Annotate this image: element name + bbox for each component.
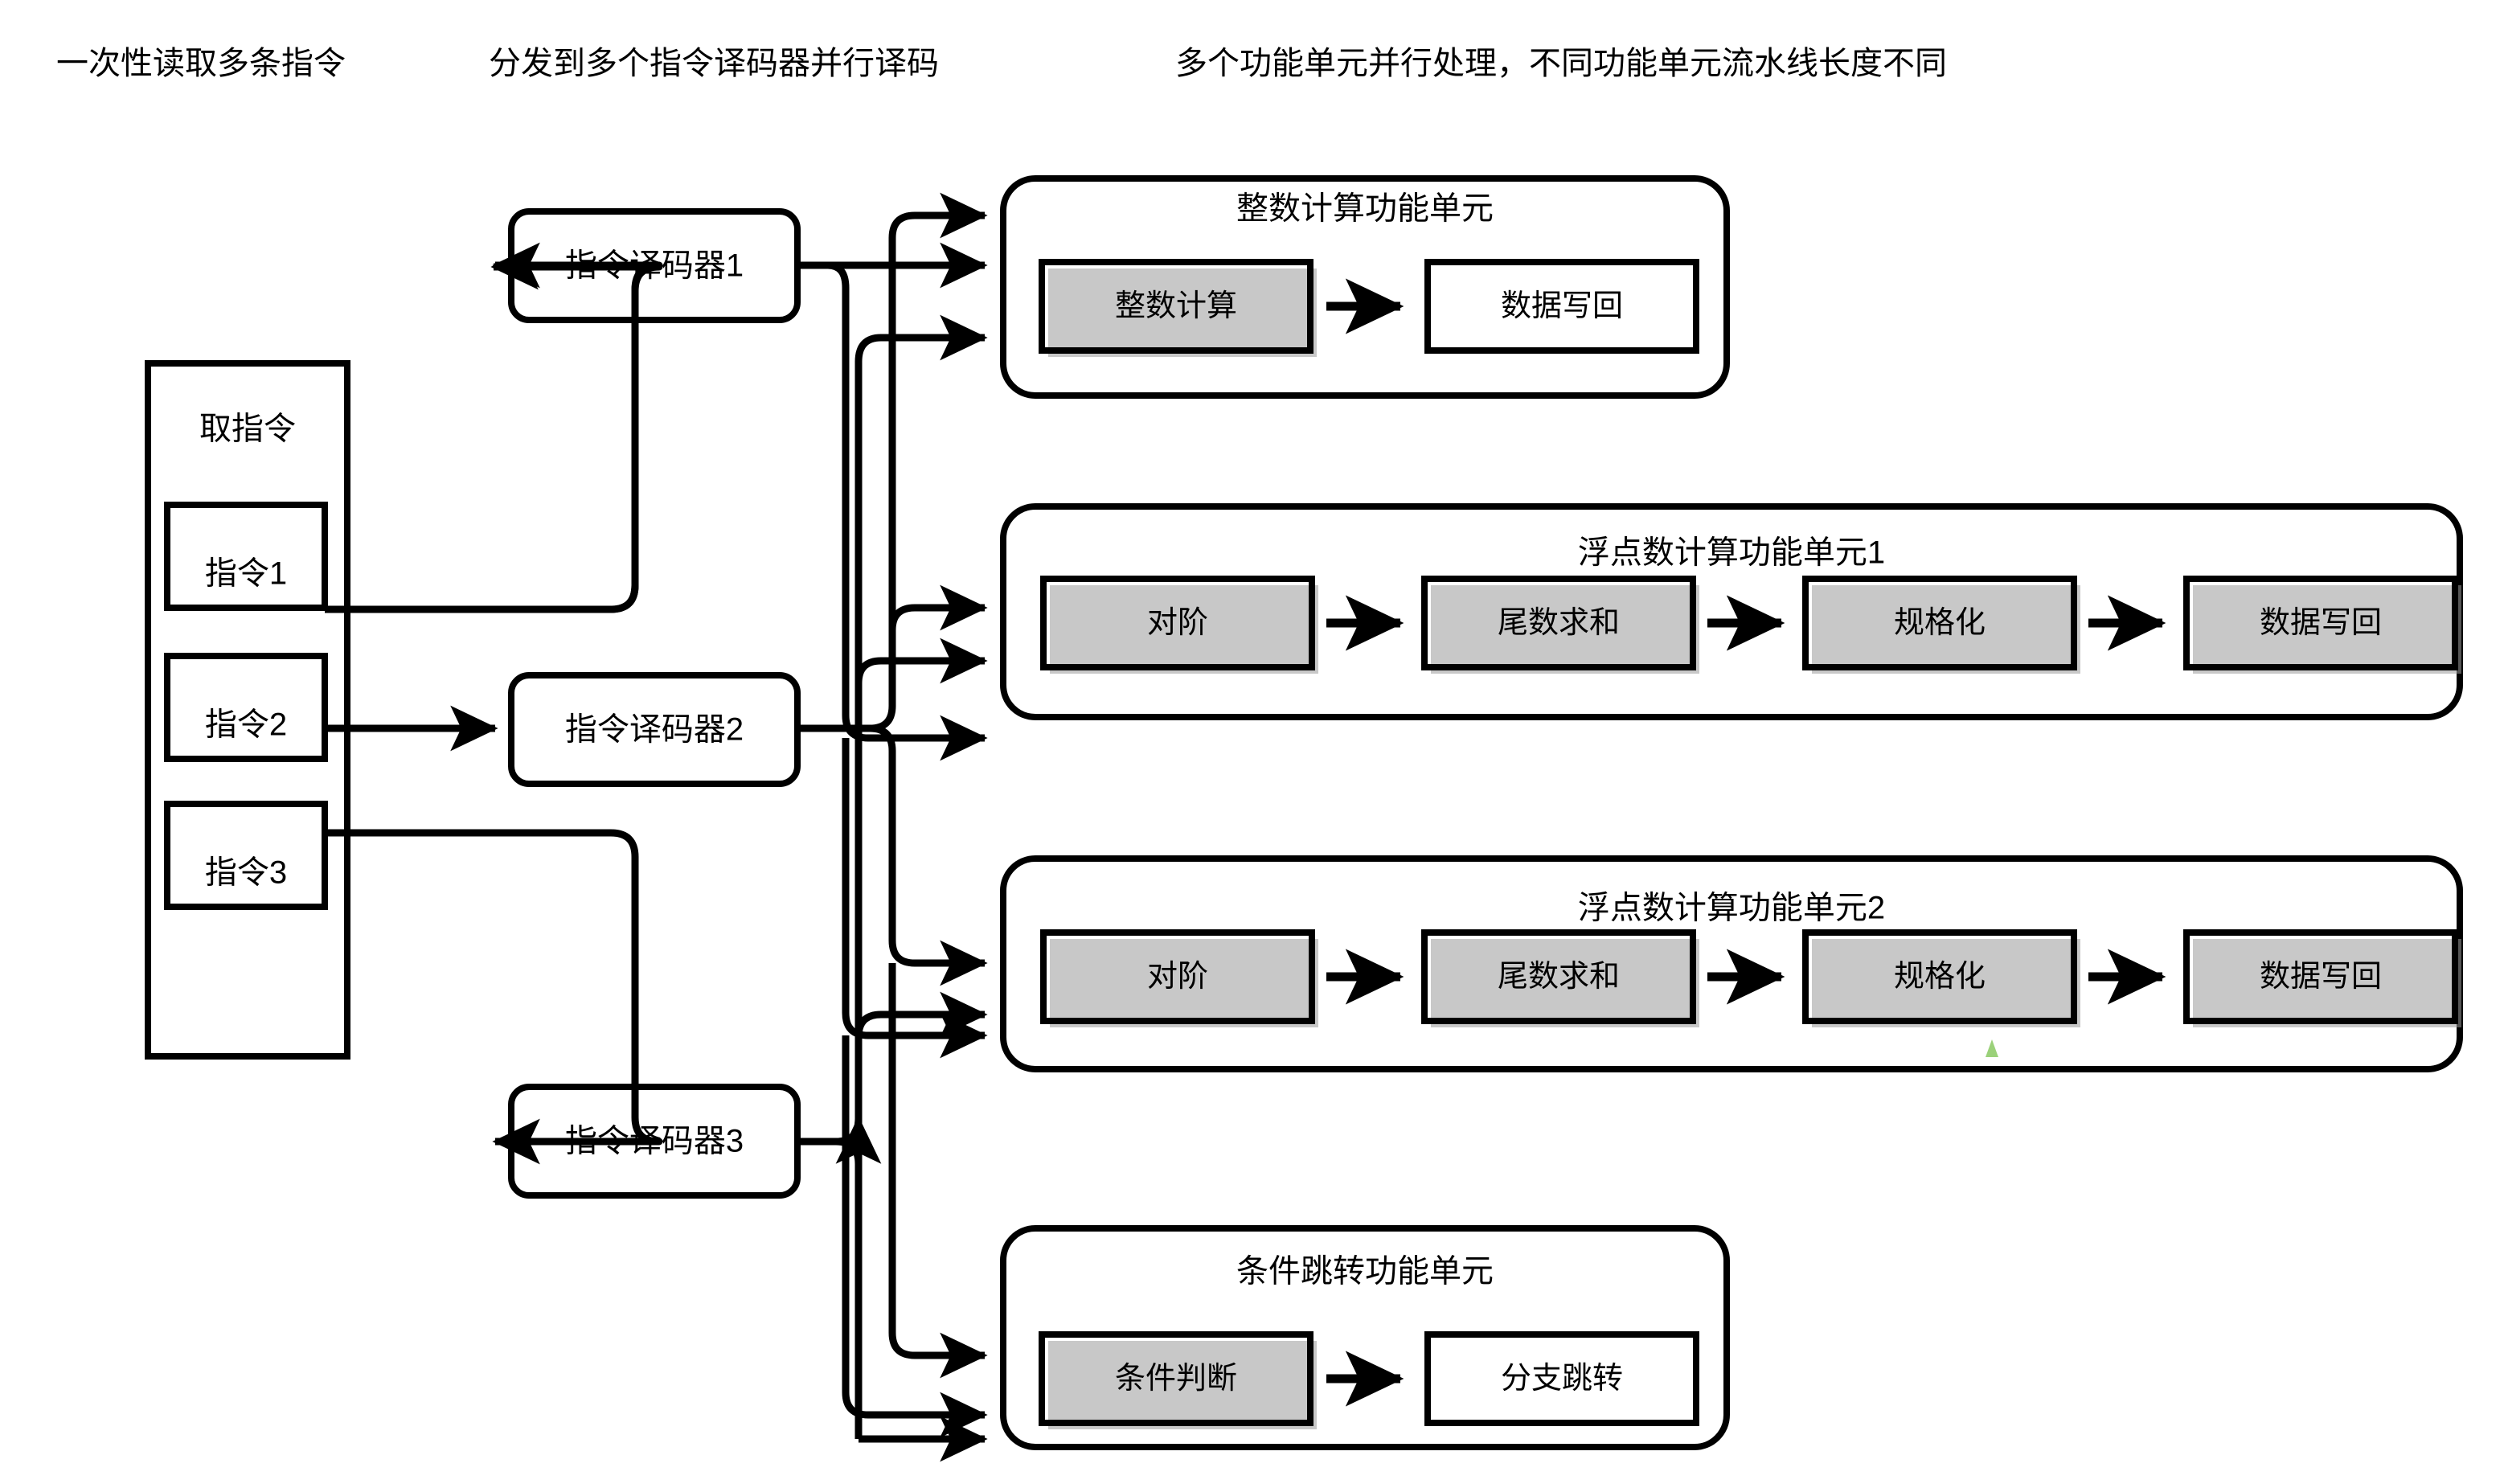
fetch-unit[interactable]: 取指令 指令1 指令2 指令3 bbox=[145, 360, 350, 1060]
link-i3-to-decoder3 bbox=[325, 829, 663, 1165]
integer-unit-stage-1-label: 整数计算 bbox=[1115, 289, 1237, 323]
branch-unit[interactable]: 条件跳转功能单元 条件判断 分支跳转 bbox=[1000, 1225, 1730, 1450]
float-unit-1-stage-4-label: 数据写回 bbox=[2260, 606, 2382, 640]
instruction-slot-1-label: 指令1 bbox=[205, 556, 287, 592]
header-note-fetch: 一次性读取多条指令 bbox=[56, 46, 346, 81]
float-unit-2-stage-1[interactable] bbox=[1040, 929, 1315, 1024]
float-unit-2-stage-3-label: 规格化 bbox=[1894, 960, 1986, 994]
float-unit-2-stage-1-label: 对阶 bbox=[1147, 960, 1208, 994]
float-unit-1-stage-2[interactable] bbox=[1421, 576, 1696, 670]
integer-unit-title: 整数计算功能单元 bbox=[1236, 191, 1494, 227]
branch-unit-title: 条件跳转功能单元 bbox=[1236, 1254, 1494, 1289]
integer-unit-stage-2[interactable] bbox=[1424, 259, 1699, 354]
fetch-unit-title: 取指令 bbox=[199, 412, 296, 447]
decoder-2-label: 指令译码器2 bbox=[565, 712, 744, 748]
float-unit-1-stage-3[interactable] bbox=[1802, 576, 2077, 670]
float-unit-2-stage-2-label: 尾数求和 bbox=[1498, 960, 1620, 994]
integer-unit-stage-2-label: 数据写回 bbox=[1501, 289, 1623, 323]
link-decoder3-to-integer-unit-head bbox=[854, 314, 988, 363]
link-decoder3-to-integer-unit bbox=[797, 1115, 882, 1210]
decoder-2[interactable]: 指令译码器2 bbox=[508, 672, 801, 787]
instruction-slot-3[interactable] bbox=[164, 801, 328, 910]
header-note-execute: 多个功能单元并行处理，不同功能单元流水线长度不同 bbox=[1175, 46, 1947, 81]
branch-unit-stage-1[interactable] bbox=[1039, 1331, 1313, 1426]
link-decoder1-to-branch-unit bbox=[842, 1035, 988, 1438]
instruction-slot-2-label: 指令2 bbox=[205, 707, 287, 743]
branch-unit-stage-2-label: 分支跳转 bbox=[1501, 1362, 1623, 1396]
float-unit-1-stage-3-label: 规格化 bbox=[1894, 606, 1986, 640]
float-unit-1-stage-2-label: 尾数求和 bbox=[1498, 606, 1620, 640]
instruction-slot-2[interactable] bbox=[164, 653, 328, 762]
branch-unit-stage-2[interactable] bbox=[1424, 1331, 1699, 1426]
cursor-icon bbox=[1986, 1039, 1998, 1057]
float-unit-2-stage-3[interactable] bbox=[1802, 929, 2077, 1024]
integer-unit[interactable]: 整数计算功能单元 整数计算 数据写回 bbox=[1000, 175, 1730, 399]
link-decoder3-to-float-unit-2 bbox=[854, 991, 988, 1038]
float-unit-2-stage-4-label: 数据写回 bbox=[2260, 960, 2382, 994]
float-unit-2[interactable]: 浮点数计算功能单元2 对阶 尾数求和 规格化 数据写回 bbox=[1000, 855, 2463, 1072]
float-unit-2-title: 浮点数计算功能单元2 bbox=[1578, 891, 1885, 926]
integer-unit-stage-1[interactable] bbox=[1039, 259, 1313, 354]
instruction-slot-3-label: 指令3 bbox=[205, 855, 287, 891]
float-unit-1-stage-1-label: 对阶 bbox=[1147, 606, 1208, 640]
float-unit-1-title: 浮点数计算功能单元1 bbox=[1578, 535, 1885, 571]
link-decoder2-to-float-unit-2 bbox=[797, 724, 988, 986]
link-decoder3-to-float-unit-1 bbox=[854, 637, 988, 684]
float-unit-1-stage-1[interactable] bbox=[1040, 576, 1315, 670]
link-i1-to-decoder1-real bbox=[325, 242, 663, 613]
float-unit-2-stage-2[interactable] bbox=[1421, 929, 1696, 1024]
float-unit-1[interactable]: 浮点数计算功能单元1 对阶 尾数求和 规格化 数据写回 bbox=[1000, 503, 2463, 720]
link-decoder2-to-branch-unit bbox=[888, 963, 988, 1379]
link-decoder3-branch-down bbox=[797, 1138, 863, 1439]
header-note-decode: 分发到多个指令译码器并行译码 bbox=[489, 46, 939, 81]
instruction-slot-1[interactable] bbox=[164, 502, 328, 611]
float-unit-1-stage-4[interactable] bbox=[2183, 576, 2458, 670]
branch-unit-stage-1-label: 条件判断 bbox=[1115, 1362, 1237, 1396]
link-decoder2-to-float-unit-1 bbox=[888, 238, 988, 634]
link-decoder1-to-float-unit-2 bbox=[842, 738, 988, 1059]
float-unit-2-stage-4[interactable] bbox=[2183, 929, 2458, 1024]
